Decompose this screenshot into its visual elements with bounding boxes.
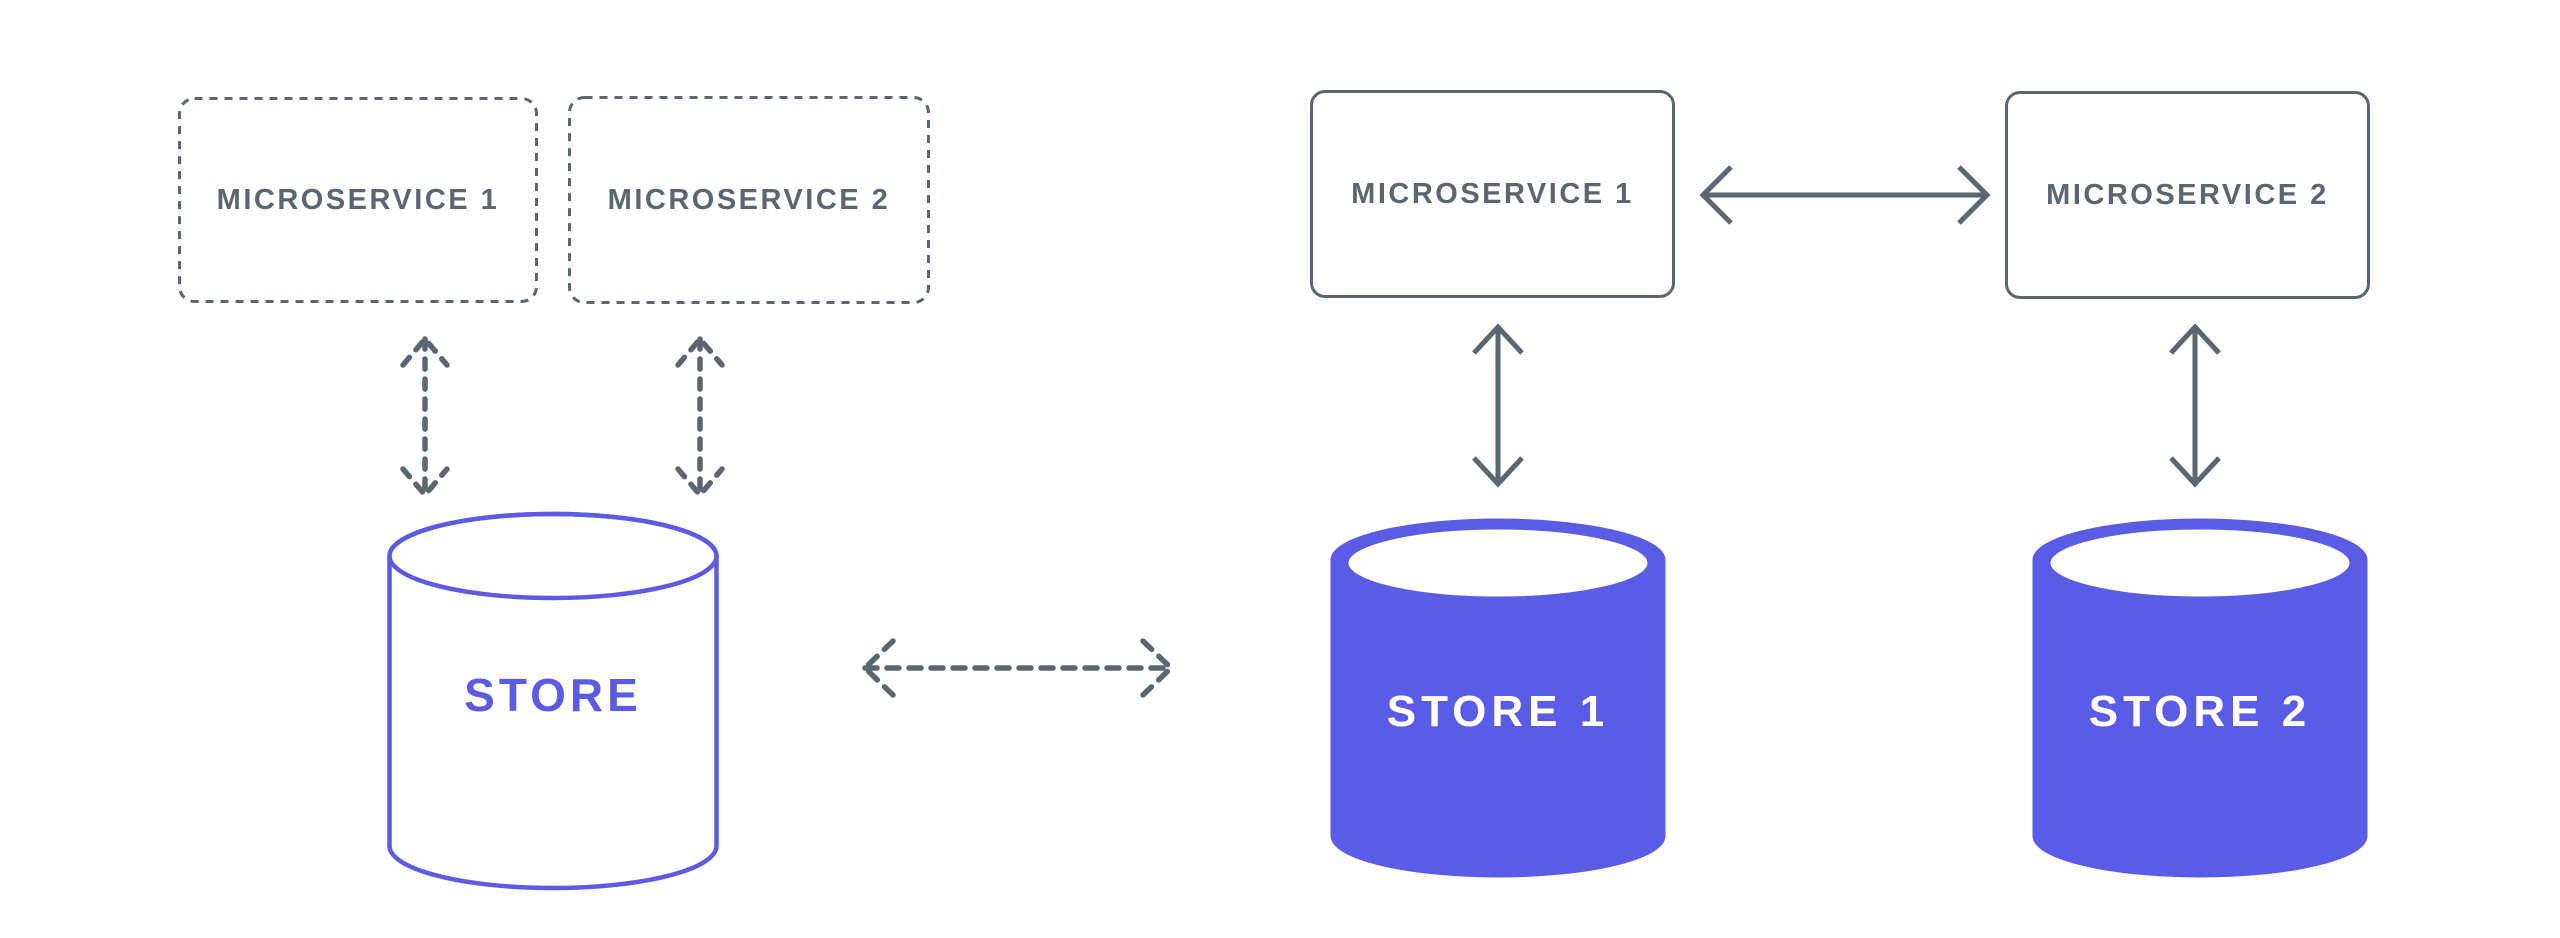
solid-vertical-arrow-icon (2169, 323, 2221, 488)
store-1-cylinder (1330, 518, 1666, 878)
right-microservice-2-label: MICROSERVICE 2 (2046, 178, 2329, 211)
left-microservice-1-box: MICROSERVICE 1 (178, 97, 538, 303)
left-microservice-2-label: MICROSERVICE 2 (607, 183, 891, 216)
dashed-vertical-arrow-icon (400, 334, 450, 500)
dashed-horizontal-arrow-icon (861, 638, 1175, 698)
right-microservice-1-label: MICROSERVICE 1 (1351, 177, 1634, 210)
store-2-cylinder (2032, 518, 2368, 878)
shared-store-cylinder (387, 511, 719, 891)
solid-horizontal-arrow-icon (1699, 165, 1991, 225)
store-1-label: STORE 1 (1386, 687, 1610, 736)
dashed-border (178, 97, 538, 303)
dashed-border (568, 96, 930, 304)
shared-store-label: STORE (464, 669, 642, 721)
right-microservice-1-box: MICROSERVICE 1 (1310, 90, 1675, 298)
store-2-label: STORE 2 (2088, 687, 2312, 736)
solid-vertical-arrow-icon (1472, 323, 1524, 488)
right-microservice-2-box: MICROSERVICE 2 (2005, 91, 2370, 299)
left-microservice-2-box: MICROSERVICE 2 (568, 96, 930, 304)
left-microservice-1-label: MICROSERVICE 1 (216, 183, 500, 216)
dashed-vertical-arrow-icon (675, 334, 725, 500)
